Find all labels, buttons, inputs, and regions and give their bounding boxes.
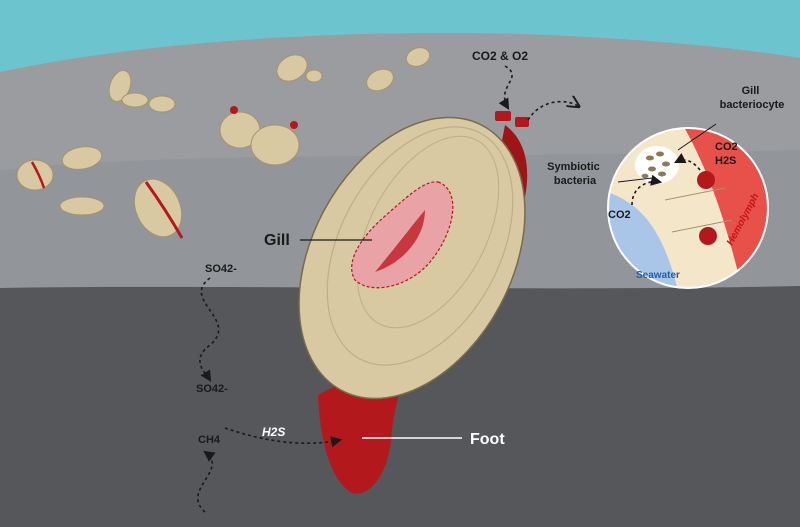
background-clam xyxy=(121,92,149,108)
bacterium xyxy=(648,166,656,172)
background-clam xyxy=(366,68,394,92)
symbiotic-bacteria-line: Symbiotic xyxy=(547,161,600,173)
symbiotic-bacteria-label: Symbiotic bacteria xyxy=(547,161,603,187)
bacterium xyxy=(641,173,649,179)
seawater-label: Seawater xyxy=(636,270,680,281)
background-clam-foot xyxy=(30,161,46,189)
bacterium xyxy=(646,155,654,161)
bacteriocyte-pointer xyxy=(677,123,717,151)
clam-siphon xyxy=(290,121,298,129)
background-clam xyxy=(250,124,300,166)
gill-bacteriocyte-line: bacteriocyte xyxy=(720,99,785,111)
background-clam xyxy=(108,70,132,102)
cell-boundary xyxy=(671,219,733,233)
symbiotic-bacteria xyxy=(641,151,670,179)
background-clam xyxy=(61,146,103,170)
gill-bacteriocyte-line: Gill xyxy=(742,85,760,97)
foot-label: Foot xyxy=(470,431,505,448)
sediment-deep xyxy=(0,286,800,527)
co2-o2-label: CO2 & O2 xyxy=(472,49,528,63)
methane-arrow xyxy=(197,450,216,513)
inset-h2s-label: H2S xyxy=(715,155,736,167)
gill-label: Gill xyxy=(264,232,290,249)
sulfate-arrow xyxy=(199,277,220,382)
clam-shell-growth-ring xyxy=(356,135,500,329)
background-clam xyxy=(59,196,105,216)
bacteriocyte-vacuole xyxy=(635,146,679,184)
bacteria-pointer xyxy=(617,177,653,183)
background-clam xyxy=(148,95,176,113)
outflow-arrow xyxy=(527,102,578,121)
ch4-label: CH4 xyxy=(198,434,221,446)
gill-bacteriocyte-label: Gill bacteriocyte xyxy=(720,85,785,111)
background-clam xyxy=(133,178,183,238)
gill xyxy=(351,181,454,289)
inset-border xyxy=(607,127,769,289)
bacterium xyxy=(662,161,670,167)
background-clam xyxy=(276,54,308,82)
clam-siphon xyxy=(230,106,238,114)
co2-o2-arrow xyxy=(498,65,513,110)
background-clam xyxy=(305,69,323,83)
inset-co2-top-label: CO2 xyxy=(715,141,738,153)
inset-co2-left-label: CO2 xyxy=(608,209,631,221)
cell-nucleus xyxy=(697,171,715,189)
h2s-arrow xyxy=(224,427,343,448)
cell-boundary xyxy=(664,187,726,201)
bacterium xyxy=(656,151,664,157)
background-clam-foot xyxy=(144,181,184,239)
siphon xyxy=(495,111,511,121)
clam-shell-growth-ring xyxy=(326,126,514,366)
gill-inner xyxy=(375,210,425,272)
background-clam xyxy=(405,47,431,67)
background-clams xyxy=(16,47,431,239)
inset-h2s-arrow xyxy=(673,152,701,171)
bacterium xyxy=(658,171,666,177)
symbiotic-bacteria-line: bacteria xyxy=(554,175,597,187)
so4-bottom-label: SO42- xyxy=(196,383,228,395)
h2s-label: H2S xyxy=(262,425,285,439)
cell-nucleus xyxy=(699,227,717,245)
siphon xyxy=(515,117,529,127)
inset-co2-arrow xyxy=(631,174,663,206)
so4-top-label: SO42- xyxy=(205,263,237,275)
background-clam xyxy=(16,159,54,191)
main-clam xyxy=(298,111,529,494)
